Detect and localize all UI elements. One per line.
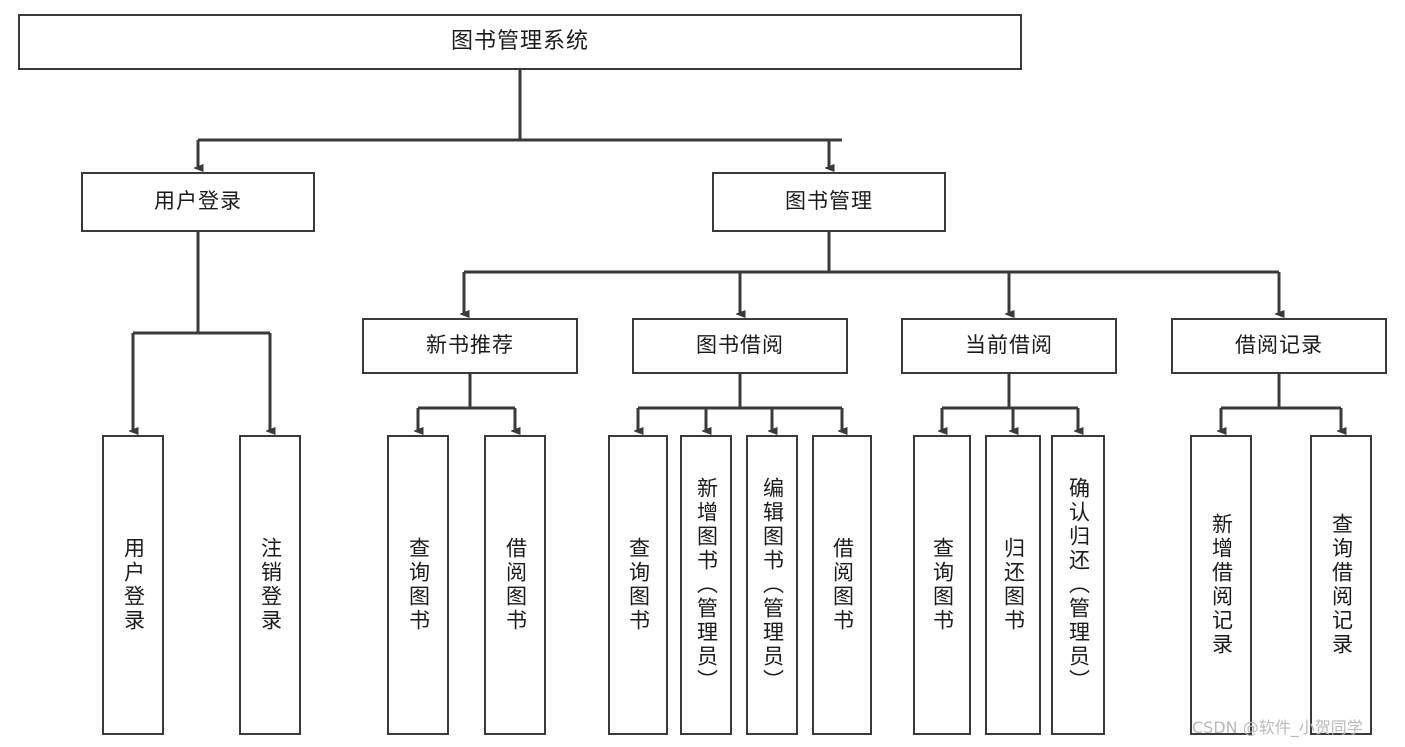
node-book-manage[interactable]: 图书管理 [712, 172, 946, 232]
node-leaf-add-record[interactable]: 新增借阅记录 [1190, 435, 1252, 735]
node-leaf-query-record[interactable]: 查询借阅记录 [1310, 435, 1372, 735]
node-leaf-borrow-book-rec-label: 借阅图书 [503, 537, 528, 633]
node-leaf-add-book[interactable]: 新增图书（管理员） [680, 435, 732, 735]
node-root[interactable]: 图书管理系统 [18, 14, 1022, 70]
node-leaf-confirm-return-label: 确认归还（管理员） [1066, 477, 1091, 693]
node-leaf-borrow-book-rec[interactable]: 借阅图书 [484, 435, 546, 735]
node-leaf-query-book-borrow[interactable]: 查询图书 [608, 435, 668, 735]
node-leaf-logout-label: 注销登录 [258, 537, 283, 633]
node-leaf-query-book-rec-label: 查询图书 [406, 537, 431, 633]
node-current-borrow[interactable]: 当前借阅 [901, 318, 1117, 374]
node-leaf-borrow-book[interactable]: 借阅图书 [812, 435, 872, 735]
node-leaf-query-book-cur-label: 查询图书 [930, 537, 955, 633]
node-new-book-rec-label: 新书推荐 [426, 333, 514, 358]
node-current-borrow-label: 当前借阅 [965, 333, 1053, 358]
node-leaf-edit-book[interactable]: 编辑图书（管理员） [746, 435, 798, 735]
node-book-borrow[interactable]: 图书借阅 [632, 318, 848, 374]
node-leaf-add-record-label: 新增借阅记录 [1209, 513, 1234, 657]
node-borrow-record-label: 借阅记录 [1235, 333, 1323, 358]
node-borrow-record[interactable]: 借阅记录 [1171, 318, 1387, 374]
node-leaf-add-book-label: 新增图书（管理员） [694, 477, 719, 693]
node-leaf-query-book-borrow-label: 查询图书 [626, 537, 651, 633]
node-leaf-confirm-return[interactable]: 确认归还（管理员） [1051, 435, 1105, 735]
node-leaf-query-record-label: 查询借阅记录 [1329, 513, 1354, 657]
node-root-label: 图书管理系统 [450, 28, 589, 54]
node-leaf-query-book-cur[interactable]: 查询图书 [913, 435, 971, 735]
node-leaf-return-book[interactable]: 归还图书 [985, 435, 1041, 735]
node-leaf-edit-book-label: 编辑图书（管理员） [760, 477, 785, 693]
node-user-login[interactable]: 用户登录 [81, 172, 315, 232]
node-leaf-logout[interactable]: 注销登录 [239, 435, 301, 735]
node-user-login-label: 用户登录 [154, 189, 242, 214]
node-leaf-user-login-label: 用户登录 [121, 537, 146, 633]
node-new-book-rec[interactable]: 新书推荐 [362, 318, 578, 374]
node-book-manage-label: 图书管理 [785, 189, 873, 214]
node-leaf-borrow-book-label: 借阅图书 [830, 537, 855, 633]
csdn-watermark: CSDN @软件_小贺同学 [1192, 718, 1363, 737]
node-leaf-user-login[interactable]: 用户登录 [102, 435, 164, 735]
node-book-borrow-label: 图书借阅 [696, 333, 784, 358]
node-leaf-query-book-rec[interactable]: 查询图书 [387, 435, 449, 735]
node-leaf-return-book-label: 归还图书 [1001, 537, 1026, 633]
